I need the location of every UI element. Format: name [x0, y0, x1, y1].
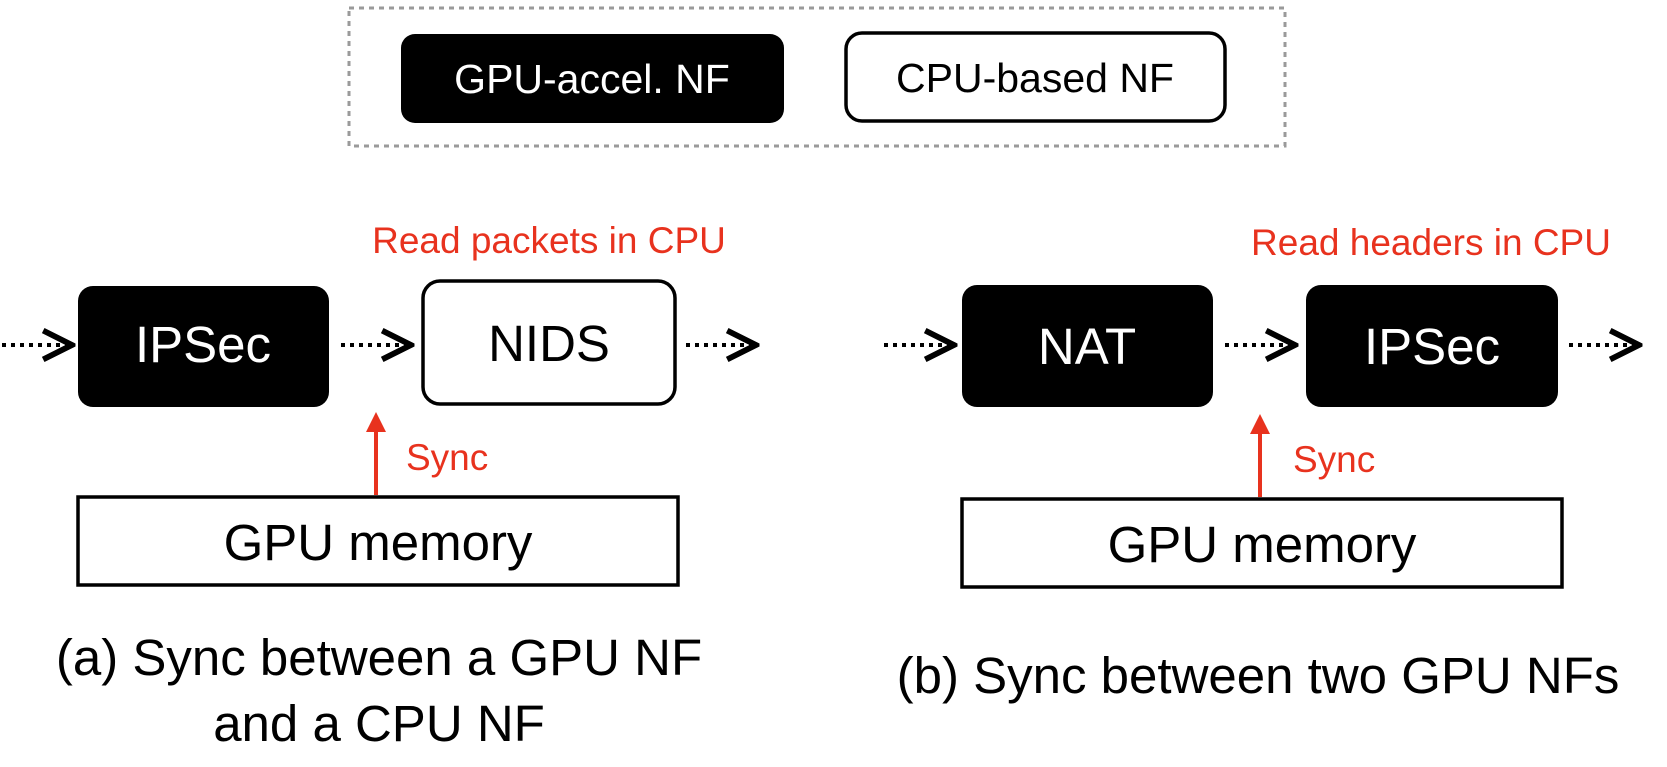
- panel-b: Read headers in CPU NAT IPSec Sync GPU m…: [884, 222, 1639, 704]
- panel-b-memory-label: GPU memory: [1108, 516, 1417, 573]
- panel-a-memory-label: GPU memory: [224, 514, 533, 571]
- panel-a-sync-label: Sync: [406, 437, 488, 478]
- panel-b-memory-box: [960, 497, 1564, 589]
- panel-a-nf1-box: [78, 286, 329, 407]
- panel-b-nf2-label: IPSec: [1364, 318, 1500, 375]
- panel-b-sync-label: Sync: [1293, 439, 1375, 480]
- panel-b-annotation: Read headers in CPU: [1251, 222, 1611, 263]
- panel-a-nf2-label: NIDS: [488, 315, 610, 372]
- panel-a-annotation: Read packets in CPU: [372, 220, 726, 261]
- panel-b-nf1-label: NAT: [1038, 318, 1136, 375]
- legend-gpu-label: GPU-accel. NF: [454, 56, 730, 102]
- legend-cpu-label: CPU-based NF: [896, 55, 1174, 101]
- legend: GPU-accel. NF CPU-based NF: [347, 6, 1287, 148]
- panel-b-nf1-box: [962, 285, 1213, 407]
- panel-a-memory-box: [76, 495, 680, 587]
- panel-a-caption-line2: and a CPU NF: [213, 695, 545, 752]
- panel-a: Read packets in CPU IPSec NIDS Sync GPU …: [2, 220, 756, 752]
- panel-b-caption: (b) Sync between two GPU NFs: [897, 647, 1620, 704]
- panel-b-nf2-box: [1306, 285, 1558, 407]
- panel-a-nf1-label: IPSec: [135, 316, 271, 373]
- panel-a-caption-line1: (a) Sync between a GPU NF: [56, 629, 702, 686]
- legend-border: [347, 6, 1287, 148]
- panel-a-nf2-box: [421, 279, 677, 406]
- legend-cpu-swatch: [844, 31, 1227, 123]
- legend-gpu-swatch: [401, 34, 784, 123]
